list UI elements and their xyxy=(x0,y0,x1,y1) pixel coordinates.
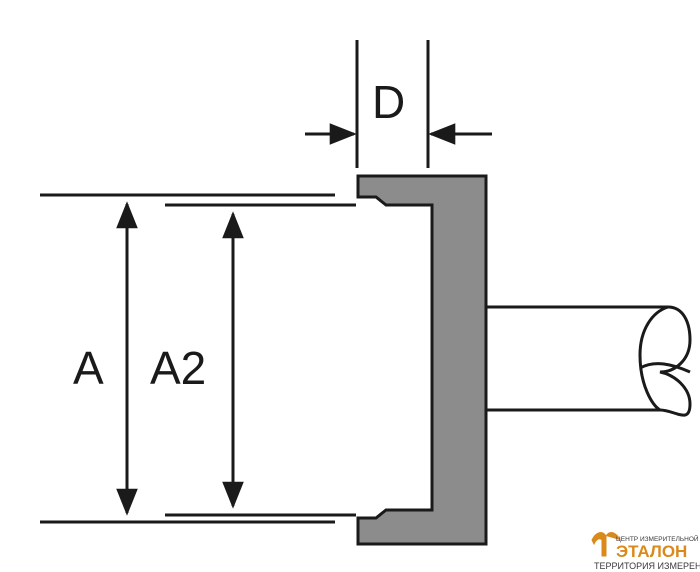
label-a2: A2 xyxy=(150,342,206,394)
shaft xyxy=(484,305,692,417)
logo-name: ЭТАЛОН xyxy=(616,542,687,561)
logo-symbol xyxy=(591,532,621,557)
cup-part xyxy=(356,174,488,546)
logo-top-line: ЦЕНТР ИЗМЕРИТЕЛЬНОЙ ТЕХНИКИ xyxy=(616,534,700,543)
shaft-end-curve xyxy=(638,305,691,412)
etalon-logo: ЦЕНТР ИЗМЕРИТЕЛЬНОЙ ТЕХНИКИ ЭТАЛОН ТЕРРИ… xyxy=(591,532,700,571)
label-a: A xyxy=(73,342,104,394)
logo-tagline: ТЕРРИТОРИЯ ИЗМЕРЕНИЙ xyxy=(594,560,700,571)
label-d: D xyxy=(372,76,405,128)
